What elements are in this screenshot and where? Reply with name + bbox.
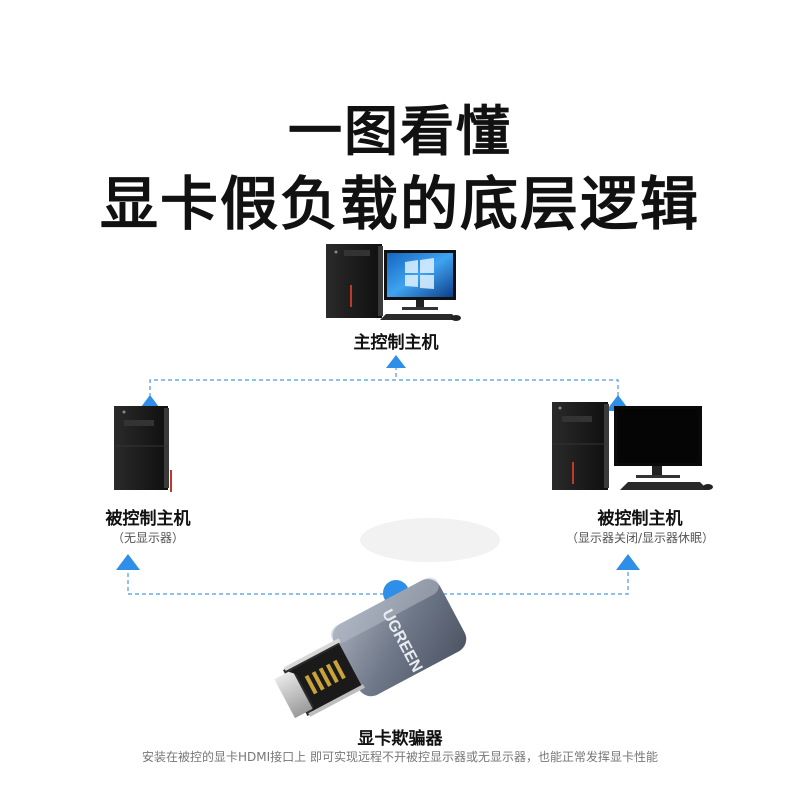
right-host-note: （显示器关闭/显示器休眠） [565, 531, 715, 545]
adapter-label: 显卡欺骗器 [357, 729, 443, 749]
main-host-computer [326, 244, 461, 321]
hdmi-adapter: UGREEN [274, 518, 500, 719]
connection-lines [127, 366, 629, 595]
left-host-note: （无显示器） [111, 531, 184, 545]
left-host-computer [114, 406, 172, 492]
monitor-off-icon [614, 406, 702, 478]
keyboard-icon [620, 482, 713, 490]
left-host-label: 被控制主机 [105, 509, 191, 529]
right-host-computer [552, 402, 713, 490]
tower-icon [552, 402, 609, 490]
title-line-1: 一图看懂 [288, 100, 512, 163]
monitor-icon [384, 250, 456, 310]
arrow-up-icon [116, 554, 140, 570]
arrow-up-icon [616, 554, 640, 570]
arrow-markers [116, 355, 640, 570]
top-connection-line [149, 379, 619, 404]
bottom-connection-line [127, 566, 629, 595]
right-host-label: 被控制主机 [597, 509, 683, 529]
main-host-label: 主控制主机 [353, 333, 439, 353]
tower-icon [114, 406, 172, 492]
title-line-2: 显卡假负载的底层逻辑 [99, 170, 700, 238]
adapter-description: 安装在被控的显卡HDMI接口上 即可实现远程不开被控显示器或无显示器，也能正常发… [142, 750, 658, 764]
tower-icon [326, 244, 383, 318]
arrow-up-icon [386, 355, 406, 368]
keyboard-icon [380, 314, 461, 321]
